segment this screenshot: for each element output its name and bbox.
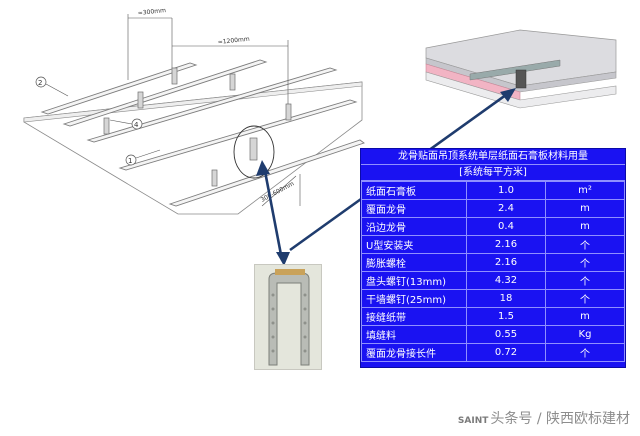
unit-cell: Kg <box>545 325 625 344</box>
u-clip-icon <box>255 265 321 369</box>
unit-cell: 个 <box>545 343 625 362</box>
unit-cell: m² <box>545 181 625 200</box>
quantity-cell: 1.5 <box>466 307 546 326</box>
unit-cell: 个 <box>545 253 625 272</box>
quantity-cell: 2.4 <box>466 199 546 218</box>
quantity-cell: 2.16 <box>466 253 546 272</box>
material-name-cell: 盘头螺钉(13mm) <box>361 271 467 290</box>
unit-cell: 个 <box>545 271 625 290</box>
callouts: 2 4 1 <box>35 76 161 166</box>
unit-cell: 个 <box>545 289 625 308</box>
material-name-cell: 纸面石膏板 <box>361 181 467 200</box>
quantity-cell: 1.0 <box>466 181 546 200</box>
material-name-cell: 干墙螺钉(25mm) <box>361 289 467 308</box>
quantity-cell: 0.4 <box>466 217 546 236</box>
material-name-cell: 覆面龙骨接长件 <box>361 343 467 362</box>
callout-4: 4 <box>134 121 139 129</box>
unit-cell: 个 <box>545 235 625 254</box>
quantity-cell: 2.16 <box>466 235 546 254</box>
dimension-main: ≈1200mm <box>217 36 250 46</box>
unit-cell: m <box>545 199 625 218</box>
material-name-cell: 沿边龙骨 <box>361 217 467 236</box>
dimension-top: ≈300mm <box>137 7 166 17</box>
watermark-text: 头条号 / 陕西欧标建材 <box>490 411 630 427</box>
table-subtitle: [系统每平方米] <box>361 165 625 181</box>
callout-1: 1 <box>128 157 132 165</box>
material-name-cell: 覆面龙骨 <box>361 199 467 218</box>
u-clip-hangers <box>103 67 292 187</box>
material-name-cell: 填缝料 <box>361 325 467 344</box>
quantity-cell: 0.55 <box>466 325 546 344</box>
table-title: 龙骨贴面吊顶系统单层纸面石膏板材料用量 <box>361 149 625 165</box>
unit-cell: m <box>545 307 625 326</box>
material-name-cell: 膨胀螺栓 <box>361 253 467 272</box>
dimension-lines <box>127 14 301 207</box>
material-name-cell: 接缝纸带 <box>361 307 467 326</box>
unit-cell: m <box>545 217 625 236</box>
watermark-brand: SAINT <box>457 416 489 426</box>
callout-2: 2 <box>38 79 42 87</box>
u-clip-photo <box>254 264 322 370</box>
slab-section <box>425 29 617 109</box>
quantity-cell: 0.72 <box>466 343 546 362</box>
detail-magnifier <box>233 125 275 179</box>
quantity-cell: 4.32 <box>466 271 546 290</box>
quantity-cell: 18 <box>466 289 546 308</box>
material-name-cell: U型安装夹 <box>361 235 467 254</box>
